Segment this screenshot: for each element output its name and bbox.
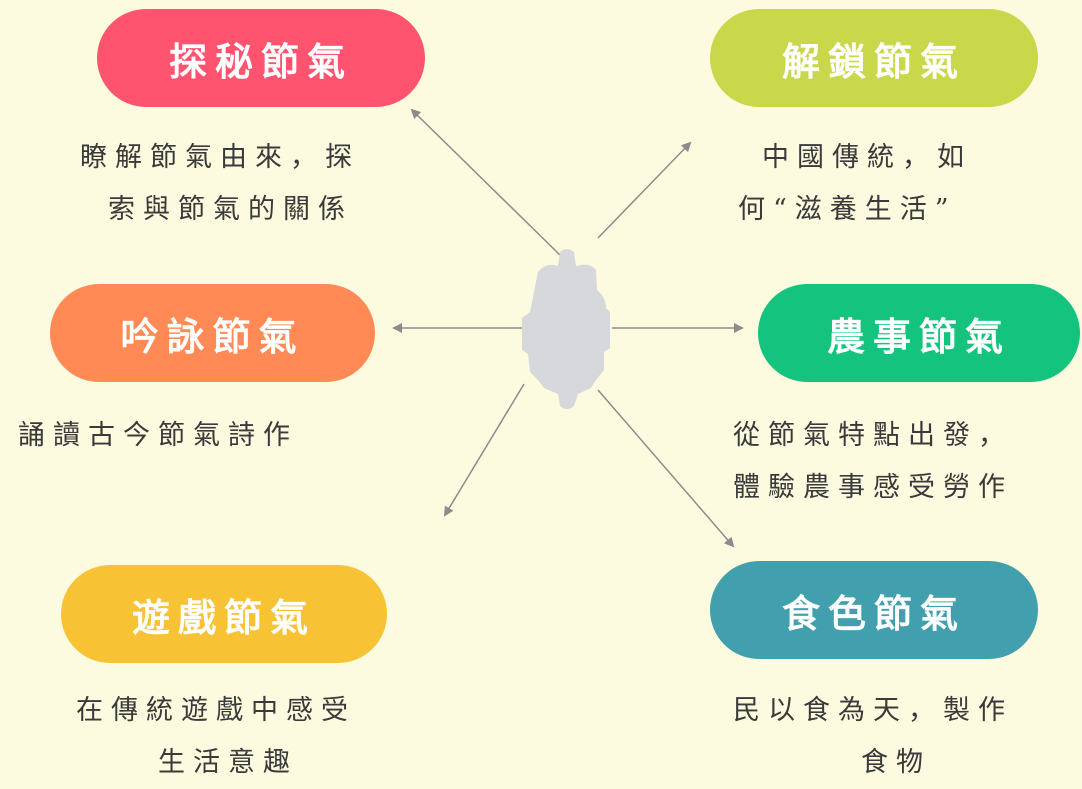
node-pill-youxi[interactable]: 遊戲節氣 <box>61 565 387 663</box>
arrow-to-tanmi <box>410 108 561 256</box>
node-pill-nongshi[interactable]: 農事節氣 <box>758 284 1080 382</box>
node-desc-line: 誦讀古今節氣詩作 <box>18 420 298 451</box>
node-desc-shise: 民以食為天，製作 食物 <box>733 685 1013 789</box>
node-pill-yinyong[interactable]: 吟詠節氣 <box>50 284 375 382</box>
node-desc-jiesuo: 中國傳統，如 何“滋養生活” <box>738 132 972 236</box>
node-title-tanmi: 探秘節氣 <box>168 38 353 84</box>
node-desc-line: 從節氣特點出發， <box>733 420 1013 451</box>
node-title-nongshi: 農事節氣 <box>826 313 1011 359</box>
node-desc-line: 索與節氣的關係 <box>108 194 353 225</box>
node-desc-line: 瞭解節氣由來，探 <box>80 142 360 173</box>
node-desc-line: 中國傳統，如 <box>762 142 972 173</box>
node-desc-line: 食物 <box>861 747 931 778</box>
node-desc-line: 體驗農事感受勞作 <box>733 472 1013 503</box>
arrow-to-jiesuo <box>597 141 692 239</box>
arrow-to-shise <box>597 389 735 548</box>
center-hub-shape <box>522 249 610 409</box>
node-title-yinyong: 吟詠節氣 <box>120 313 305 359</box>
node-desc-line: 在傳統遊戲中感受 <box>76 695 356 726</box>
arrow-to-youxi <box>443 383 525 517</box>
node-pill-tanmi[interactable]: 探秘節氣 <box>97 9 425 107</box>
node-desc-nongshi: 從節氣特點出發， 體驗農事感受勞作 <box>733 410 1013 514</box>
node-desc-youxi: 在傳統遊戲中感受 生活意趣 <box>76 685 356 789</box>
node-title-jiesuo: 解鎖節氣 <box>781 38 966 84</box>
node-desc-tanmi: 瞭解節氣由來，探 索與節氣的關係 <box>80 132 360 236</box>
node-desc-line: 何“滋養生活” <box>738 194 957 225</box>
node-desc-line: 生活意趣 <box>158 747 298 778</box>
node-pill-jiesuo[interactable]: 解鎖節氣 <box>710 9 1038 107</box>
node-desc-line: 民以食為天，製作 <box>733 695 1013 726</box>
node-title-youxi: 遊戲節氣 <box>131 594 316 640</box>
node-desc-yinyong: 誦讀古今節氣詩作 <box>18 410 298 462</box>
node-title-shise: 食色節氣 <box>781 590 966 636</box>
node-pill-shise[interactable]: 食色節氣 <box>710 561 1038 659</box>
